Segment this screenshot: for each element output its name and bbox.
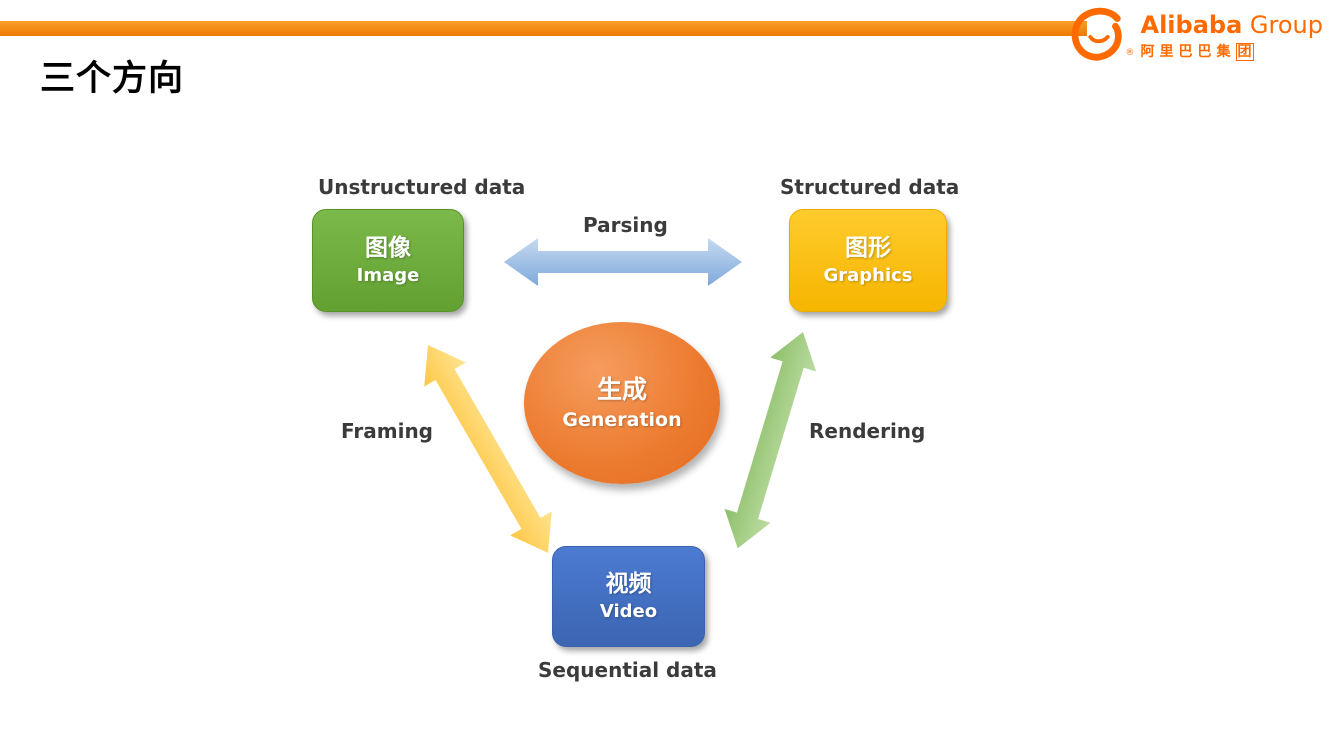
node-generation-label-cn: 生成 <box>596 375 647 404</box>
logo-chinese-boxed: 团 <box>1235 43 1254 61</box>
logo-text: Alibaba Group 阿里巴巴集团 <box>1141 6 1324 61</box>
logo-chinese-main: 阿里巴巴集 <box>1140 44 1236 60</box>
rendering-arrow <box>724 332 817 549</box>
framing-arrow <box>424 345 552 553</box>
alibaba-logo-icon <box>1071 7 1122 61</box>
node-video-label-en: Video <box>599 600 658 622</box>
logo-brand: Alibaba <box>1140 11 1243 39</box>
node-image-label-en: Image <box>356 264 420 286</box>
logo-chinese: 阿里巴巴集团 <box>1141 41 1324 61</box>
logo-wordmark: Alibaba Group <box>1141 12 1324 38</box>
annotation-sequential-data: Sequential data <box>538 658 717 682</box>
node-image: 图像 Image <box>312 209 464 312</box>
node-generation-label-en: Generation <box>562 409 682 431</box>
accent-bar <box>0 21 1087 36</box>
node-graphics-label-cn: 图形 <box>845 234 891 261</box>
logo-brand-suffix: Group <box>1249 11 1323 39</box>
edge-label-rendering: Rendering <box>809 419 926 443</box>
node-video-label-cn: 视频 <box>605 570 652 597</box>
alibaba-logo: ® Alibaba Group 阿里巴巴集团 <box>1068 6 1324 62</box>
node-image-label-cn: 图像 <box>365 234 411 261</box>
node-graphics: 图形 Graphics <box>789 209 947 312</box>
page-title: 三个方向 <box>40 59 185 99</box>
edge-label-parsing: Parsing <box>583 213 668 237</box>
node-graphics-label-en: Graphics <box>823 264 913 286</box>
annotation-structured-data: Structured data <box>780 175 960 199</box>
annotation-unstructured-data: Unstructured data <box>318 175 526 199</box>
node-generation: 生成 Generation <box>524 322 720 484</box>
node-video: 视频 Video <box>552 546 705 647</box>
registered-mark: ® <box>1125 48 1135 58</box>
parsing-arrow <box>504 238 742 286</box>
edge-label-framing: Framing <box>341 419 433 443</box>
